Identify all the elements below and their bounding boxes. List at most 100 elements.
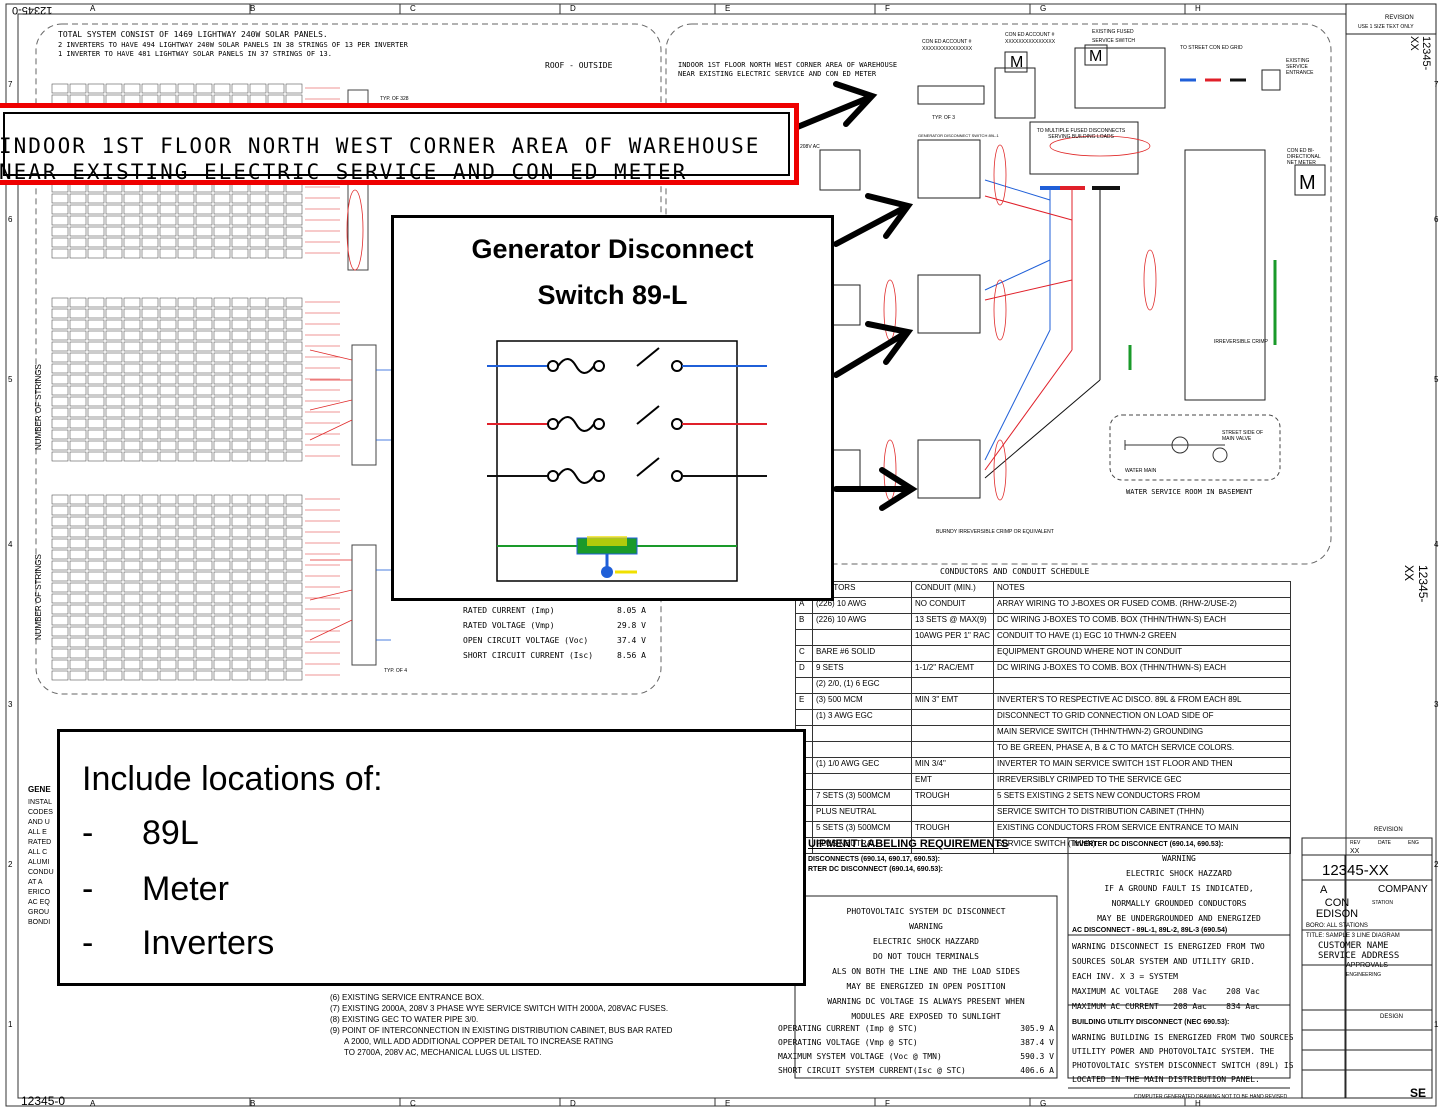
row-number: 3 [1434, 700, 1439, 709]
schedule-cell: BARE #6 SOLID [812, 645, 912, 662]
pv-module [267, 385, 285, 396]
pv-module [69, 560, 87, 571]
pv-module [123, 527, 141, 538]
pv-module [51, 308, 69, 319]
pv-module [51, 204, 69, 215]
pv-module [213, 330, 231, 341]
schedule-cell: NO CONDUIT [910, 597, 995, 614]
pv-module [87, 451, 105, 462]
account-mask-b: XXXXXXXXXXXXXXX [1005, 39, 1056, 45]
inv-dc-line: ELECTRIC SHOCK HAZZARD [1126, 869, 1232, 878]
pv-module [123, 237, 141, 248]
column-letter: F [885, 1099, 890, 1108]
pv-module [267, 418, 285, 429]
open-circuit-value: 37.4 V [617, 636, 646, 645]
pv-module [213, 615, 231, 626]
pv-module [267, 363, 285, 374]
pv-module [285, 248, 303, 259]
pv-module [87, 319, 105, 330]
pv-module [267, 604, 285, 615]
pv-module [159, 615, 177, 626]
general-note-line: INSTAL [28, 799, 52, 806]
pv-module [105, 582, 123, 593]
pv-module [267, 308, 285, 319]
pv-module [285, 626, 303, 637]
pv-module [249, 341, 267, 352]
pv-module [87, 396, 105, 407]
pv-module [159, 571, 177, 582]
pv-module [69, 330, 87, 341]
pv-module [213, 626, 231, 637]
pv-module [267, 549, 285, 560]
svg-text:M: M [1299, 172, 1316, 194]
pv-module [69, 615, 87, 626]
pv-module [69, 308, 87, 319]
pv-module [123, 319, 141, 330]
ac-disc-title: AC DISCONNECT - 89L-1, 89L-2, 89L-3 (690… [1072, 927, 1228, 934]
pv-module [69, 418, 87, 429]
pv-module [249, 330, 267, 341]
pv-module [69, 385, 87, 396]
general-note-line: ALL C [28, 849, 48, 856]
pv-module [285, 83, 303, 94]
bldg-disc-line: PHOTOVOLTAIC SYSTEM DISCONNECT SWITCH (8… [1072, 1061, 1294, 1070]
generator-disconnect-callout: Generator Disconnect Switch 89-L [391, 215, 834, 601]
pv-module [231, 604, 249, 615]
pv-module [123, 549, 141, 560]
pv-module [69, 319, 87, 330]
pv-module [177, 659, 195, 670]
pv-module [105, 451, 123, 462]
row-number: 6 [1434, 215, 1439, 224]
pv-module [141, 352, 159, 363]
pv-module [267, 341, 285, 352]
pv-module [105, 670, 123, 681]
pv-module [177, 604, 195, 615]
pv-module [123, 385, 141, 396]
pv-module [69, 516, 87, 527]
pv-module [123, 308, 141, 319]
schedule-cell: 1-1/2" RAC/EMT [910, 661, 995, 678]
schedule-cell: SERVICE SWITCH (THHN) [993, 837, 1292, 854]
pv-module [213, 83, 231, 94]
pv-module [231, 226, 249, 237]
pv-module [249, 83, 267, 94]
operating-value: 305.9 A [1020, 1024, 1054, 1033]
pv-module [177, 451, 195, 462]
pv-module [159, 440, 177, 451]
pv-module [231, 385, 249, 396]
pv-module [141, 440, 159, 451]
pv-module [159, 396, 177, 407]
schedule-cell: (226) 10 AWG [812, 613, 912, 630]
pv-module [51, 560, 69, 571]
pv-module [123, 297, 141, 308]
pv-module [195, 648, 213, 659]
pv-module [249, 637, 267, 648]
pv-module [285, 505, 303, 516]
fuse-symbol [557, 358, 595, 374]
v208-label: 208V AC [800, 144, 820, 150]
pv-module [177, 237, 195, 248]
ac-disc-line: SOURCES SOLAR SYSTEM AND UTILITY GRID. [1072, 957, 1256, 966]
pv-module [231, 418, 249, 429]
pv-module [285, 593, 303, 604]
general-note-line: ERICO [28, 889, 51, 896]
row-number: 1 [8, 1020, 13, 1029]
operating-label: MAXIMUM SYSTEM VOLTAGE (Voc @ TMN) [778, 1052, 942, 1061]
schedule-cell: NOTES [993, 581, 1292, 598]
pv-module [69, 248, 87, 259]
pv-module [231, 352, 249, 363]
pv-module [87, 582, 105, 593]
pv-module [141, 215, 159, 226]
number-of-strings-2: NUMBER OF STRINGS [34, 554, 43, 640]
pv-module [69, 604, 87, 615]
pv-module [159, 670, 177, 681]
callout-indoor-line-2: NEAR EXISTING ELECTRIC SERVICE AND CON E… [0, 160, 688, 184]
pv-module [213, 308, 231, 319]
title-block-company: COMPANY [1378, 884, 1428, 895]
pv-module [159, 593, 177, 604]
bldg-disc-line: LOCATED IN THE MAIN DISTRIBUTION PANEL. [1072, 1075, 1260, 1084]
schedule-cell [910, 645, 995, 662]
title-block-customer: CUSTOMER NAME [1318, 941, 1389, 951]
pv-module [141, 418, 159, 429]
pv-module [105, 248, 123, 259]
